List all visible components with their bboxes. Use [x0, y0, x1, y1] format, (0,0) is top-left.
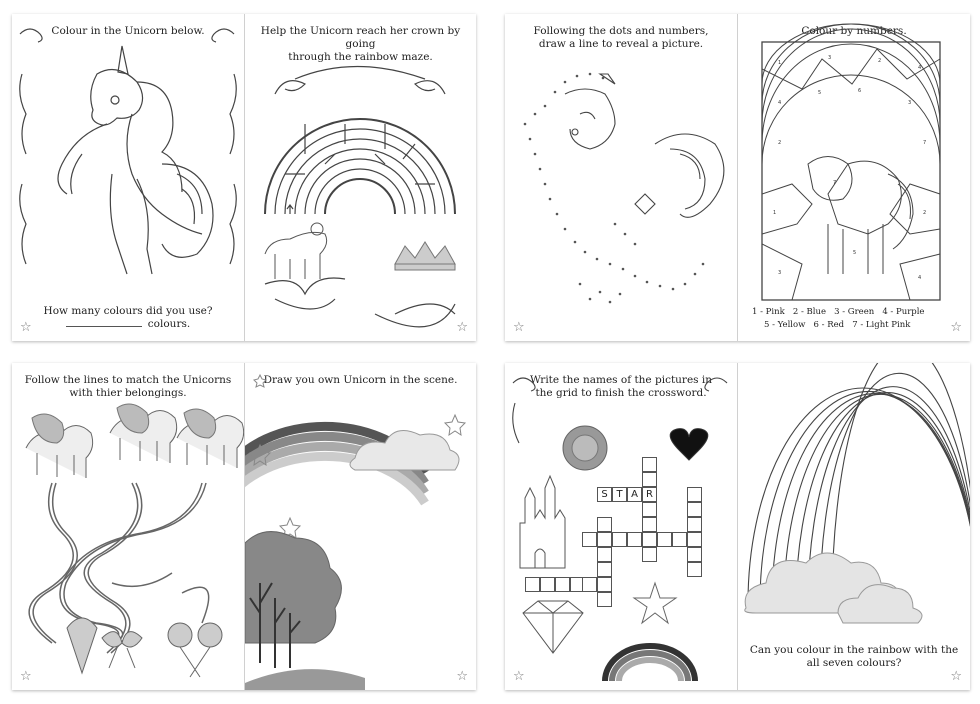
crossword-cell[interactable]: [597, 577, 612, 592]
star-icon: ☆: [456, 320, 468, 335]
svg-text:2: 2: [878, 58, 881, 64]
star-icon: ☆: [950, 320, 962, 335]
crossword-cell[interactable]: [642, 472, 657, 487]
star-icon: ☆: [513, 669, 525, 684]
crossword-cell[interactable]: [687, 517, 702, 532]
crossword-cell[interactable]: [540, 577, 555, 592]
rainbow-outline-illustration: [744, 363, 970, 624]
crossword-cell[interactable]: R: [642, 487, 657, 502]
dot-to-dot-unicorn: [523, 72, 725, 304]
crossword-cell[interactable]: A: [627, 487, 642, 502]
svg-text:1: 1: [773, 210, 776, 216]
rainbow-scene-illustration: [245, 373, 476, 690]
colours-suffix: colours.: [147, 318, 191, 330]
svg-text:3: 3: [908, 100, 911, 106]
crossword-cell[interactable]: [687, 562, 702, 577]
crossword-cell[interactable]: [597, 517, 612, 532]
page-title: Colour in the Unicorn below.: [51, 25, 205, 37]
number-dots: [523, 72, 705, 304]
crossword-cell[interactable]: T: [612, 487, 627, 502]
crossword-cell[interactable]: [642, 547, 657, 562]
activity-spread-2: Following the dots and numbers,draw a li…: [505, 14, 970, 341]
crossword-cell[interactable]: [687, 502, 702, 517]
crossword-cell[interactable]: [642, 457, 657, 472]
svg-text:3: 3: [828, 55, 831, 61]
crossword-cell[interactable]: [525, 577, 540, 592]
star-icon: ☆: [513, 320, 525, 335]
crossword-pictures: [512, 377, 728, 682]
star-icon: ☆: [456, 669, 468, 684]
star-icon: ☆: [20, 669, 32, 684]
colour-count-answer-line[interactable]: colours.: [12, 318, 244, 331]
svg-text:7: 7: [833, 180, 836, 186]
svg-text:1: 1: [778, 60, 781, 66]
draw-unicorn-scene-page: Draw you own Unicorn in the scene.: [245, 363, 476, 690]
crossword-cell[interactable]: [555, 577, 570, 592]
colouring-page: Colour in the Unicorn below.: [12, 14, 245, 341]
svg-text:4: 4: [918, 275, 921, 281]
crossword-cell[interactable]: [597, 547, 612, 562]
crossword-cell[interactable]: [687, 547, 702, 562]
crossword-cell[interactable]: [657, 532, 672, 547]
crossword-cell[interactable]: [687, 487, 702, 502]
colour-legend-row: 5 - Yellow 6 - Red 7 - Light Pink: [764, 320, 911, 330]
dot-to-dot-page: Following the dots and numbers,draw a li…: [505, 14, 738, 341]
svg-text:2: 2: [778, 140, 781, 146]
star-icon: ☆: [950, 669, 962, 684]
unicorn-outline-illustration: [19, 28, 237, 275]
crossword-cell[interactable]: [582, 532, 597, 547]
crossword-cell[interactable]: [597, 592, 612, 607]
crossword-cell[interactable]: [597, 532, 612, 547]
crossword-cell[interactable]: [597, 562, 612, 577]
svg-text:5: 5: [818, 90, 821, 96]
svg-text:2: 2: [923, 210, 926, 216]
svg-text:4: 4: [918, 65, 921, 71]
rainbow-maze-page: Help the Unicorn reach her crown by goin…: [245, 14, 476, 341]
crossword-cell[interactable]: S: [597, 487, 612, 502]
crossword-cell[interactable]: [687, 532, 702, 547]
page-title: Help the Unicorn reach her crown by goin…: [260, 25, 461, 63]
activity-spread-1: Colour in the Unicorn below.: [12, 14, 476, 341]
star-icon: ☆: [20, 320, 32, 335]
rainbow-maze-illustration: [264, 65, 456, 328]
crossword-cell[interactable]: [582, 577, 597, 592]
crossword-cell[interactable]: [642, 502, 657, 517]
colour-count-question: How many colours did you use? colours.: [12, 305, 244, 331]
page-title: Following the dots and numbers,draw a li…: [533, 25, 709, 50]
svg-text:7: 7: [923, 140, 926, 146]
crossword-cell[interactable]: [642, 517, 657, 532]
colour-count-label: How many colours did you use?: [43, 305, 213, 317]
svg-text:5: 5: [853, 250, 856, 256]
svg-text:3: 3: [778, 270, 781, 276]
crossword-cell[interactable]: [642, 532, 657, 547]
colour-legend-row: 1 - Pink 2 - Blue 3 - Green 4 - Purple: [752, 307, 925, 317]
svg-text:6: 6: [858, 88, 861, 94]
page-title: Draw you own Unicorn in the scene.: [263, 374, 458, 386]
svg-text:4: 4: [778, 100, 781, 106]
crossword-cell[interactable]: [627, 532, 642, 547]
crossword-cell[interactable]: [672, 532, 687, 547]
crossword-cell[interactable]: [612, 532, 627, 547]
matching-lines-illustration: [25, 403, 244, 678]
